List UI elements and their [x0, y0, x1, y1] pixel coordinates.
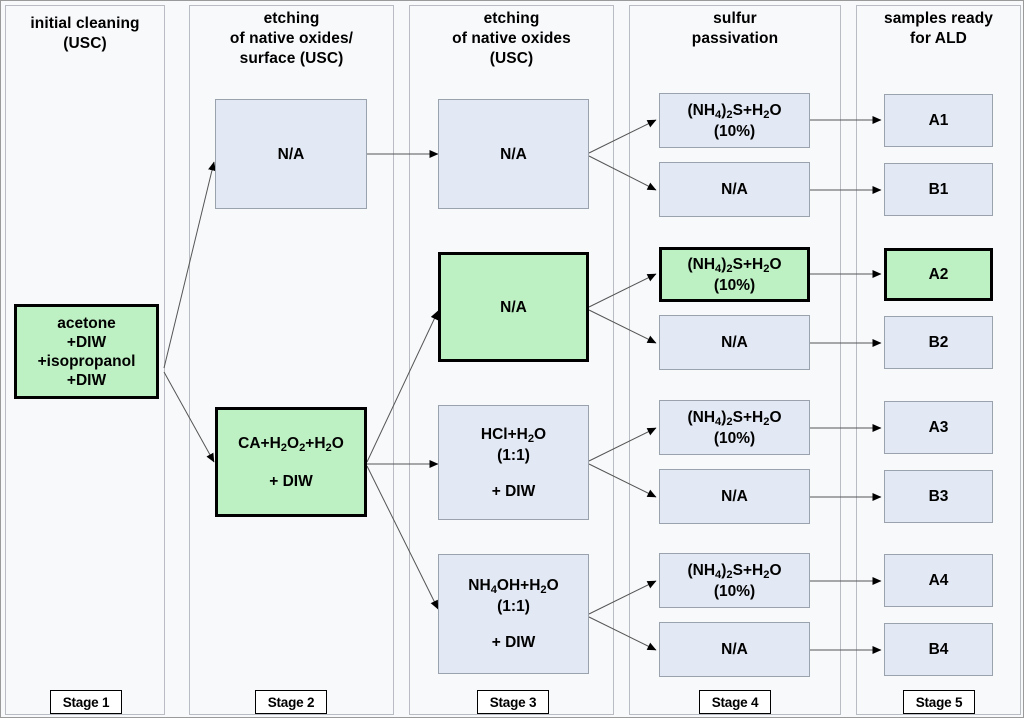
node-sample-b3[interactable]: B3	[884, 470, 993, 523]
node-stage2-na[interactable]: N/A	[215, 99, 367, 209]
stage-tag-label: Stage 3	[489, 694, 537, 710]
stage-tag-4: Stage 4	[699, 690, 771, 714]
node-text-line: +DIW	[66, 371, 107, 389]
node-stage2-ca-h2o2-h2o[interactable]: CA+H2O2+H2O + DIW	[215, 407, 367, 517]
node-text-line: (10%)	[713, 429, 756, 447]
node-stage3-na-highlighted[interactable]: N/A	[438, 252, 589, 362]
node-text-line: A4	[928, 572, 949, 589]
node-stage4-b3-na[interactable]: N/A	[659, 469, 810, 524]
node-stage4-a4-ammonium-sulfide[interactable]: (NH4)2S+H2O (10%)	[659, 553, 810, 608]
node-text-line: (10%)	[713, 582, 756, 600]
stage-tag-label: Stage 2	[267, 694, 315, 710]
node-text-line: +isopropanol	[37, 352, 136, 370]
node-text-line: HCl+H2O	[480, 425, 547, 445]
node-sample-a2-highlighted[interactable]: A2	[884, 248, 993, 301]
column-title-stage2: etching of native oxides/ surface (USC)	[189, 9, 394, 69]
stage-tag-label: Stage 4	[711, 694, 759, 710]
title-line: (USC)	[63, 35, 107, 52]
stage-tag-label: Stage 5	[915, 694, 963, 710]
column-title-stage4: sulfur passivation	[629, 9, 841, 49]
node-sample-b2[interactable]: B2	[884, 316, 993, 369]
title-line: initial cleaning	[30, 15, 140, 32]
node-stage4-b1-na[interactable]: N/A	[659, 162, 810, 217]
node-text-line: B1	[928, 181, 949, 198]
node-stage3-nh4oh[interactable]: NH4OH+H2O (1:1) + DIW	[438, 554, 589, 674]
node-text-line: (NH4)2S+H2O	[687, 255, 782, 275]
node-sample-b4[interactable]: B4	[884, 623, 993, 676]
title-line: for ALD	[910, 30, 967, 47]
node-text-line: NH4OH+H2O	[468, 577, 559, 597]
node-stage4-b2-na[interactable]: N/A	[659, 315, 810, 370]
node-text-line: (NH4)2S+H2O	[687, 101, 782, 121]
node-text-line: N/A	[277, 145, 305, 163]
title-line: samples ready	[883, 10, 993, 27]
node-text-line: B2	[928, 334, 949, 351]
node-text-line: N/A	[721, 641, 748, 658]
node-sample-b1[interactable]: B1	[884, 163, 993, 216]
node-text-line: N/A	[500, 298, 527, 316]
title-line: etching	[483, 10, 540, 27]
node-stage4-a3-ammonium-sulfide[interactable]: (NH4)2S+H2O (10%)	[659, 400, 810, 455]
title-line: passivation	[691, 30, 779, 47]
node-text-line: + DIW	[491, 482, 536, 500]
node-text-line: (10%)	[713, 276, 756, 294]
node-stage4-a2-ammonium-sulfide-highlighted[interactable]: (NH4)2S+H2O (10%)	[659, 247, 810, 302]
node-text-line: N/A	[721, 488, 748, 505]
title-line: (USC)	[489, 50, 534, 67]
stage-tag-5: Stage 5	[903, 690, 975, 714]
node-text-line: A3	[928, 419, 949, 436]
node-text-line: + DIW	[269, 472, 313, 490]
node-sample-a3[interactable]: A3	[884, 401, 993, 454]
node-text-line: (1:1)	[497, 598, 530, 615]
node-text-line: (NH4)2S+H2O	[687, 561, 782, 581]
column-title-stage5: samples ready for ALD	[856, 9, 1021, 49]
node-sample-a1[interactable]: A1	[884, 94, 993, 147]
node-sample-a4[interactable]: A4	[884, 554, 993, 607]
node-text-line: +DIW	[66, 333, 107, 351]
title-line: sulfur	[713, 10, 757, 27]
node-acetone-clean[interactable]: acetone +DIW +isopropanol +DIW	[14, 304, 159, 399]
node-text-line: N/A	[721, 334, 748, 351]
title-line: etching	[263, 10, 320, 27]
column-title-stage1: initial cleaning (USC)	[5, 14, 165, 54]
node-text-line: + DIW	[491, 634, 536, 651]
stage-tag-label: Stage 1	[62, 694, 110, 710]
node-text-line: (1:1)	[497, 446, 530, 464]
node-stage3-hcl[interactable]: HCl+H2O (1:1) + DIW	[438, 405, 589, 520]
node-text-line: (10%)	[713, 122, 756, 140]
title-line: surface (USC)	[239, 50, 344, 67]
node-text-line: CA+H2O2+H2O	[238, 434, 344, 454]
stage-tag-2: Stage 2	[255, 690, 327, 714]
node-text-line: B4	[928, 641, 949, 658]
column-title-stage3: etching of native oxides (USC)	[409, 9, 614, 69]
title-line: of native oxides	[452, 30, 571, 47]
node-stage4-b4-na[interactable]: N/A	[659, 622, 810, 677]
node-text-line: A1	[928, 112, 949, 129]
node-text-line: B3	[928, 488, 949, 505]
title-line: of native oxides/	[229, 30, 354, 47]
node-stage3-na-top[interactable]: N/A	[438, 99, 589, 209]
node-text-line: (NH4)2S+H2O	[687, 408, 782, 428]
node-text-line: N/A	[721, 181, 748, 198]
stage-tag-3: Stage 3	[477, 690, 549, 714]
node-text-line: N/A	[500, 145, 527, 163]
node-stage4-a1-ammonium-sulfide[interactable]: (NH4)2S+H2O (10%)	[659, 93, 810, 148]
stage-tag-1: Stage 1	[50, 690, 122, 714]
node-text-line: acetone	[57, 314, 116, 332]
node-text-line: A2	[928, 266, 949, 283]
